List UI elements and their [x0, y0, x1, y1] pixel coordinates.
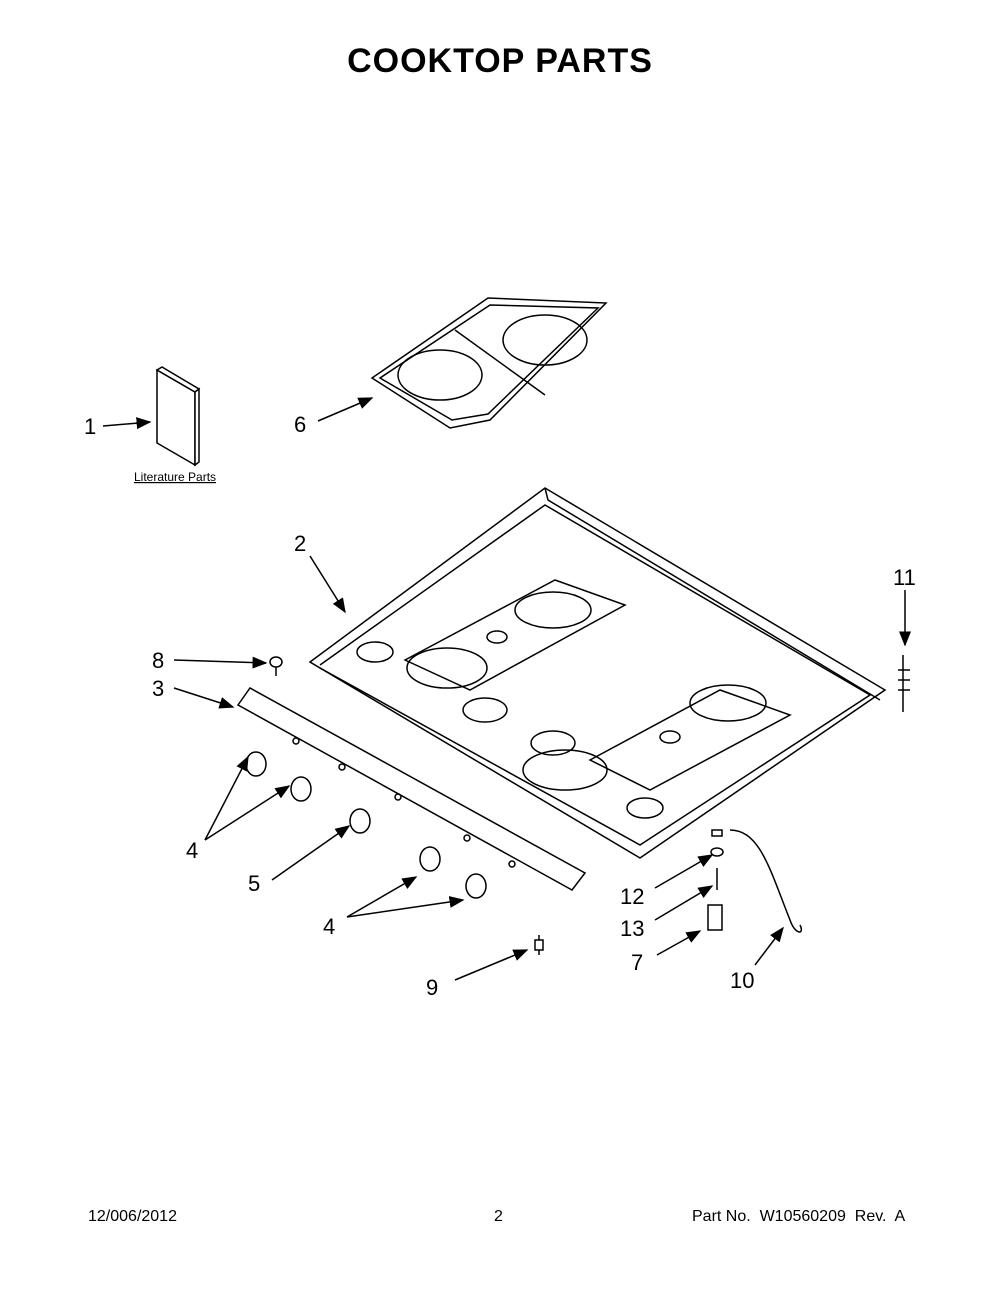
- callout-5: 5: [248, 871, 260, 896]
- callout-6: 6: [294, 412, 306, 437]
- callout-12: 12: [620, 884, 644, 909]
- callout-4b: 4: [323, 914, 335, 939]
- callout-11: 11: [893, 565, 916, 590]
- page-title: COOKTOP PARTS: [347, 42, 653, 80]
- literature-parts-label: Literature Parts: [134, 470, 216, 484]
- callout-9: 9: [426, 975, 438, 1000]
- control-panel: [236, 687, 587, 891]
- callout-2: 2: [294, 531, 306, 556]
- callout-4a: 4: [186, 838, 198, 863]
- cooktop: [308, 487, 887, 859]
- callout-3: 3: [152, 676, 164, 701]
- callout-arrows: [102, 397, 911, 981]
- burner-grate: [370, 297, 608, 429]
- knobs: [245, 751, 487, 899]
- footer-date: 12/006/2012: [88, 1208, 177, 1225]
- callout-1: 1: [84, 414, 96, 439]
- callout-7: 7: [631, 950, 643, 975]
- callout-10: 10: [730, 968, 754, 993]
- callout-8: 8: [152, 648, 164, 673]
- footer-part-number: Part No. W10560209 Rev. A: [692, 1208, 906, 1225]
- callout-13: 13: [620, 916, 644, 941]
- small-parts: [269, 655, 910, 955]
- literature-booklet: [155, 366, 201, 467]
- footer-page-number: 2: [494, 1208, 503, 1225]
